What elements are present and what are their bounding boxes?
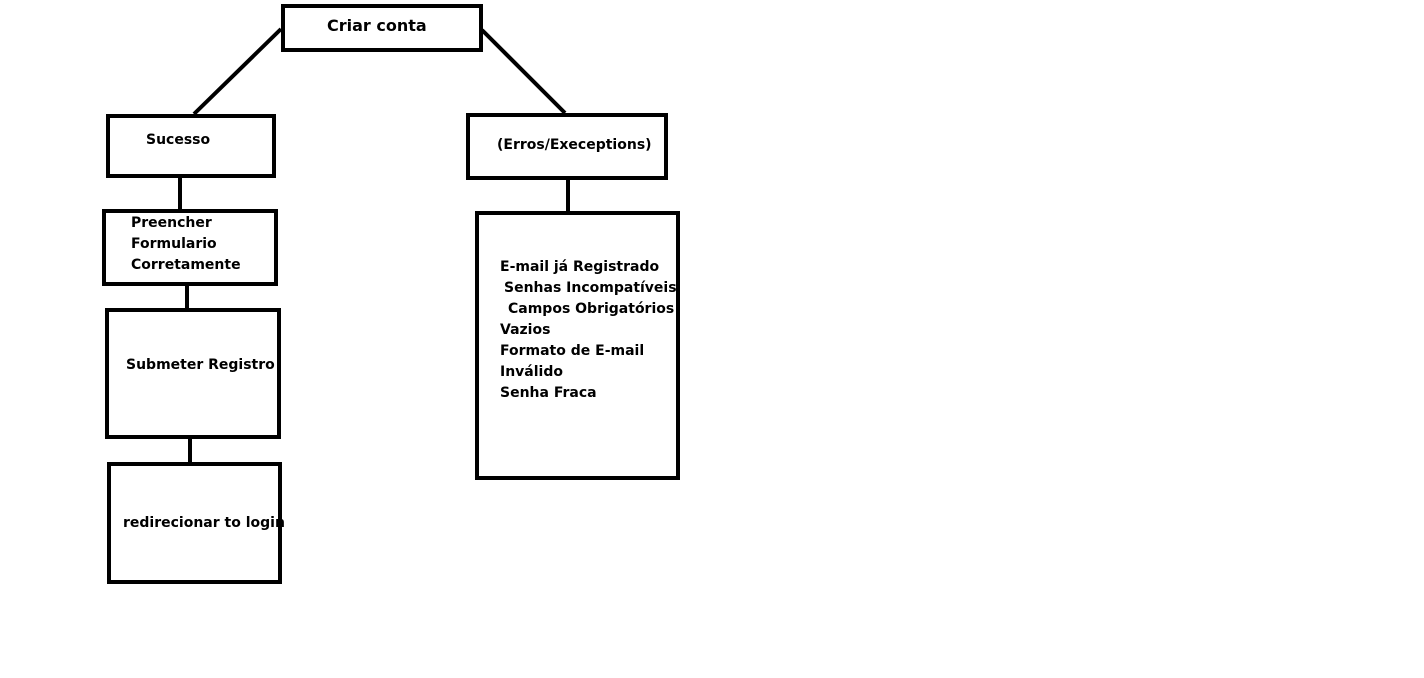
errors-node-label: (Erros/Execeptions) [497, 137, 652, 153]
root-node-box [281, 4, 483, 52]
submit-registration-node-box [105, 308, 281, 439]
error-list-item: Senhas Incompatíveis [504, 280, 677, 296]
redirect-login-node-box [107, 462, 282, 584]
error-list-node-box [475, 211, 680, 480]
fill-form-node-box [102, 209, 278, 286]
error-list-item: Formato de E-mail [500, 343, 645, 359]
connector-root-to-errors [480, 28, 567, 115]
fill-form-label-line: Preencher [131, 215, 212, 231]
fill-form-label-line: Corretamente [131, 257, 241, 273]
redirect-login-label: redirecionar to login [123, 515, 285, 531]
errors-node-box [466, 113, 668, 180]
connector-root-to-success [192, 27, 283, 116]
error-list-item: Vazios [500, 322, 551, 338]
error-list-item: Senha Fraca [500, 385, 597, 401]
error-list-item: Campos Obrigatórios [508, 301, 675, 317]
error-list-item: E-mail já Registrado [500, 259, 660, 275]
submit-registration-label: Submeter Registro [126, 357, 275, 373]
fill-form-label-line: Formulario [131, 236, 217, 252]
success-node-box [106, 114, 276, 178]
error-list-item: Inválido [500, 364, 563, 380]
success-node-label: Sucesso [146, 132, 211, 148]
root-node-label: Criar conta [327, 16, 427, 35]
